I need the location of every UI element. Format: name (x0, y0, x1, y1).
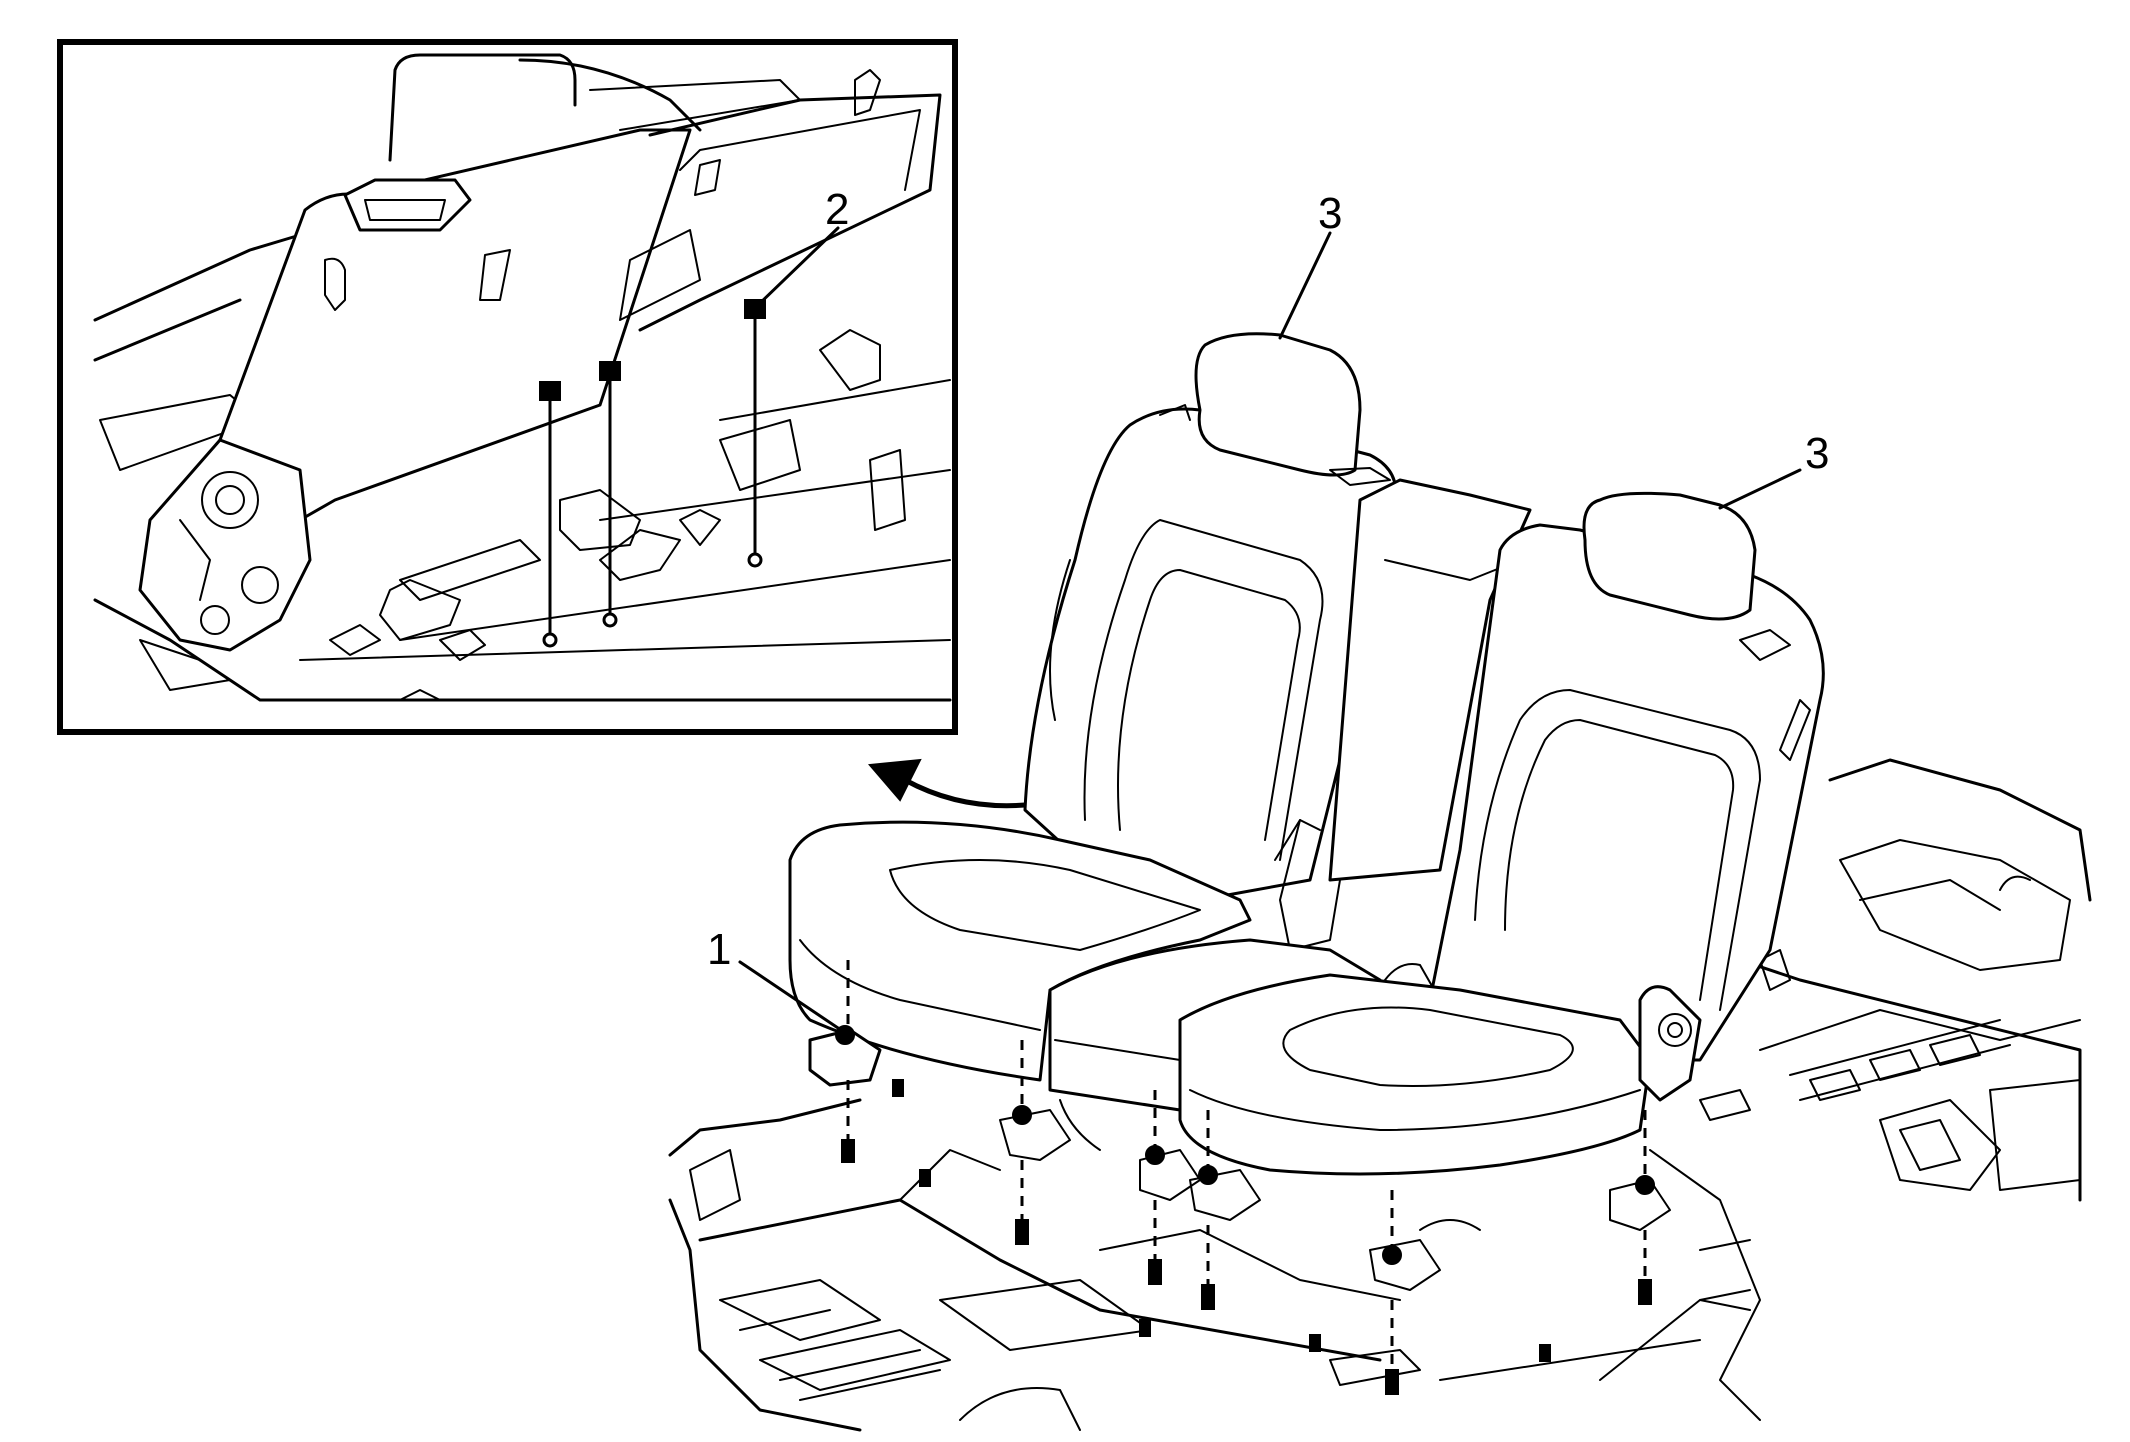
seat-fasteners (835, 960, 1655, 1395)
rear-seat-assembly (738, 226, 1825, 1395)
callout-label-1: 1 (707, 925, 732, 974)
callout-label-3-right-headrest: 3 (1805, 429, 1830, 478)
callout-label-3-left-headrest: 3 (1318, 189, 1343, 238)
leader-line-3a (1278, 231, 1332, 340)
vehicle-floor (668, 758, 2092, 1432)
bolt-group-2 (539, 299, 766, 648)
detail-arrow-head (867, 758, 922, 802)
leader-line-3b (1718, 468, 1802, 510)
callout-label-2: 2 (825, 185, 850, 234)
left-headrest (1194, 332, 1362, 477)
right-headrest (1582, 491, 1757, 621)
right-seatback (1428, 523, 1825, 1062)
leader-line-2 (756, 226, 840, 307)
right-seat-cushion (1178, 973, 1652, 1176)
detail-arrow (902, 777, 1028, 809)
inset-detail-view (57, 39, 958, 735)
leader-line-1 (738, 960, 840, 1030)
